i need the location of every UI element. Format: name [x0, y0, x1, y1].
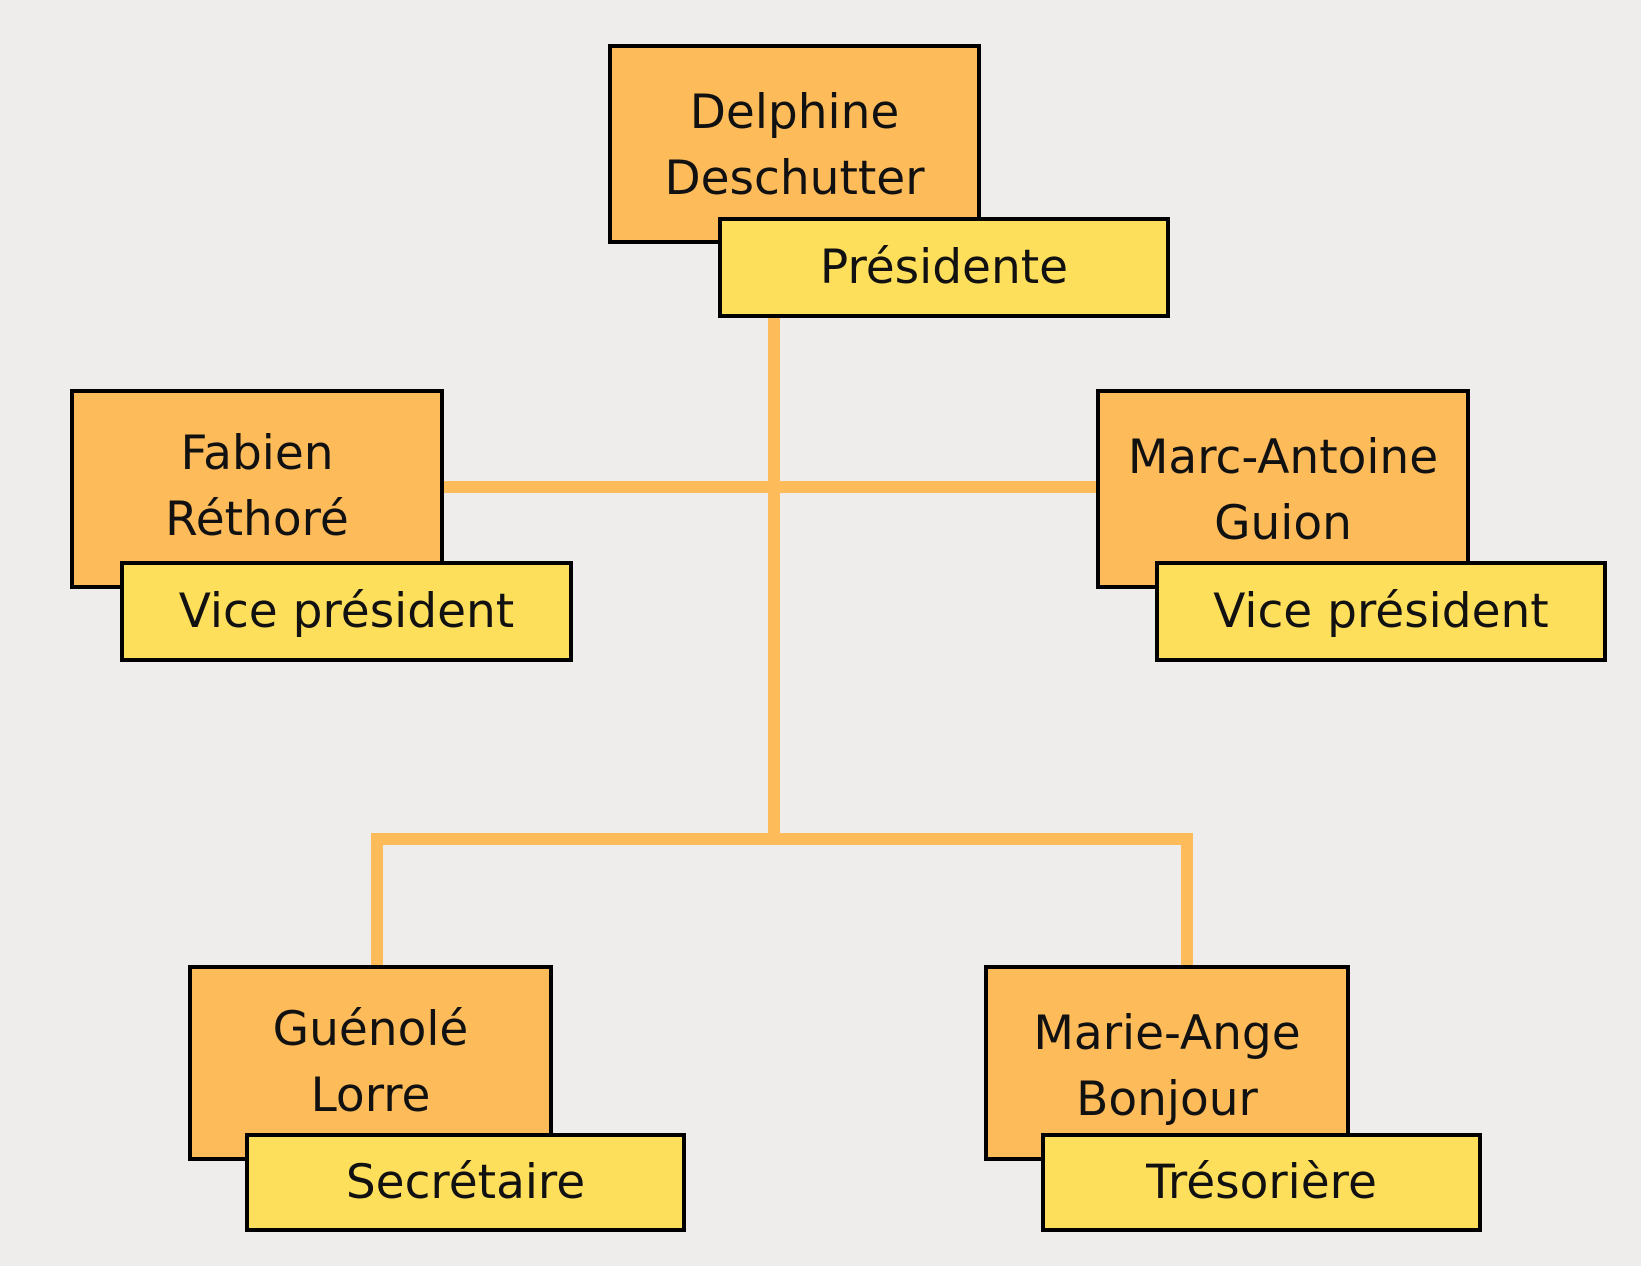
president-role-box: Présidente: [718, 217, 1170, 318]
vp-right-last-name: Guion: [1214, 495, 1352, 551]
vp-left-first-name: Fabien: [180, 426, 334, 481]
president-role: Présidente: [819, 240, 1069, 295]
vp-right-role-box: Vice président: [1155, 561, 1607, 662]
secretary-last-name: Lorre: [310, 1067, 431, 1123]
connector-treasurer-drop: [1181, 833, 1193, 966]
vp-right-first-name: Marc-Antoine: [1127, 430, 1439, 485]
secretary-role-box: Secrétaire: [245, 1133, 686, 1232]
treasurer-role-box: Trésorière: [1041, 1133, 1482, 1232]
vp-left-role: Vice président: [178, 584, 515, 639]
vp-right-role: Vice président: [1213, 584, 1549, 639]
connector-lower-bar: [371, 833, 1193, 845]
secretary-first-name: Guénolé: [272, 1002, 469, 1057]
president-name-box: Delphine Deschutter: [608, 44, 981, 244]
treasurer-last-name: Bonjour: [1076, 1071, 1258, 1127]
vp-left-last-name: Réthoré: [165, 491, 349, 547]
treasurer-role: Trésorière: [1146, 1155, 1377, 1210]
secretary-name-box: Guénolé Lorre: [188, 965, 553, 1161]
connector-trunk: [768, 316, 780, 841]
secretary-role: Secrétaire: [345, 1155, 586, 1210]
vp-left-name-box: Fabien Réthoré: [70, 389, 444, 589]
vp-left-role-box: Vice président: [120, 561, 573, 662]
connector-secretary-drop: [371, 833, 383, 966]
treasurer-first-name: Marie-Ange: [1033, 1006, 1301, 1061]
president-first-name: Delphine: [689, 85, 900, 140]
connector-vp-bar: [443, 481, 1098, 493]
vp-right-name-box: Marc-Antoine Guion: [1096, 389, 1470, 589]
treasurer-name-box: Marie-Ange Bonjour: [984, 965, 1350, 1161]
president-last-name: Deschutter: [664, 150, 925, 206]
